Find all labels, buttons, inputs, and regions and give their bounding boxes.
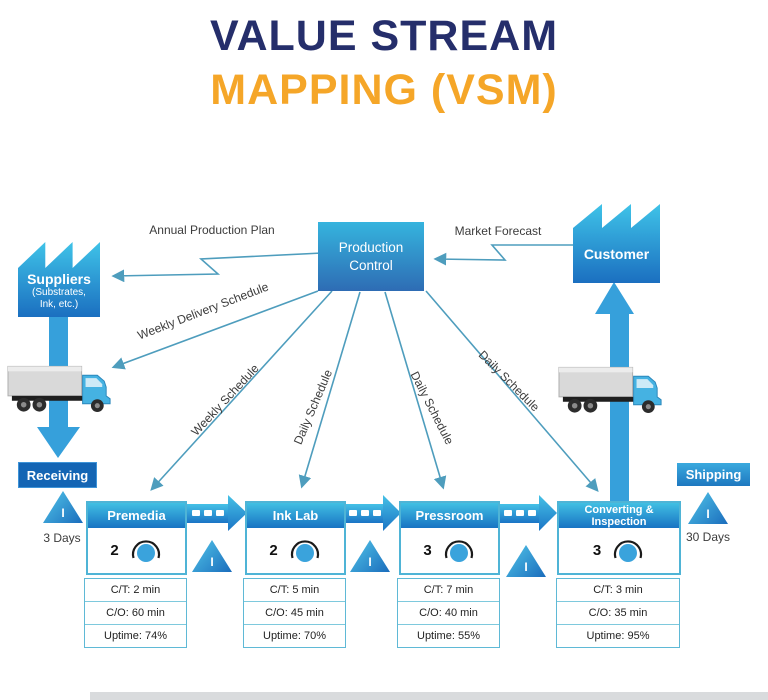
customer-label: Customer (583, 246, 650, 262)
operator-icon (614, 540, 643, 562)
databox-pressroom: C/T: 7 min C/O: 40 min Uptime: 55% (397, 578, 500, 648)
databox-premedia: C/T: 2 min C/O: 60 min Uptime: 74% (84, 578, 187, 648)
changeover-time: C/O: 45 min (244, 601, 345, 624)
receiving-days-label: 3 Days (43, 531, 81, 545)
suppliers-subline1: (Substrates, (32, 287, 86, 298)
production-control-line1: Production (338, 239, 404, 255)
process-converting-inspection: Converting & Inspection 3 (557, 501, 681, 575)
page-title-line2: MAPPING (VSM) (210, 66, 558, 114)
production-control-line2: Control (349, 257, 393, 273)
receiving-badge: Receiving (18, 462, 97, 488)
cycle-time: C/T: 7 min (423, 584, 474, 596)
uptime: Uptime: 70% (244, 624, 345, 647)
outbound-truck-icon (558, 366, 662, 414)
suppliers-node: Suppliers (Substrates, Ink, etc.) (18, 242, 100, 317)
changeover-time: C/O: 60 min (85, 601, 186, 624)
shipping-days-label: 30 Days (685, 530, 731, 544)
operator-count: 2 (269, 542, 278, 559)
uptime: Uptime: 55% (398, 624, 499, 647)
cycle-time: C/T: 5 min (269, 584, 320, 596)
daily-schedule-arrow-converting (425, 290, 599, 492)
weekly-delivery-arrow (111, 290, 319, 370)
inbound-truck-icon (7, 365, 111, 413)
operator-icon (131, 540, 160, 562)
uptime: Uptime: 95% (557, 624, 679, 647)
suppliers-subline2: Ink, etc.) (39, 299, 79, 310)
changeover-time: C/O: 35 min (557, 601, 679, 624)
bottom-divider (90, 692, 768, 700)
process-ink-lab: Ink Lab 2 (245, 501, 346, 575)
push-arrow-1 (187, 495, 247, 531)
process-converting-title-line2: Inspection (591, 515, 647, 528)
push-arrow-2 (345, 495, 401, 531)
annual-production-plan-label: Annual Production Plan (149, 223, 275, 237)
cycle-time: C/T: 2 min (110, 584, 161, 596)
production-control-node: Production Control (318, 222, 424, 291)
push-arrow-3 (499, 495, 557, 531)
operator-count: 3 (423, 542, 432, 559)
databox-converting-inspection: C/T: 3 min C/O: 35 min Uptime: 95% (556, 578, 680, 648)
weekly-schedule-arrow (150, 290, 333, 491)
factory-icon (573, 204, 660, 283)
process-premedia-title: Premedia (88, 503, 185, 528)
shipping-badge: Shipping (677, 463, 750, 486)
operator-icon (290, 540, 319, 562)
changeover-time: C/O: 40 min (398, 601, 499, 624)
process-pressroom-title: Pressroom (401, 503, 498, 528)
cycle-time: C/T: 3 min (593, 584, 643, 596)
process-converting-title-line1: Converting & (584, 503, 654, 516)
process-premedia: Premedia 2 (86, 501, 187, 575)
process-ink-lab-title: Ink Lab (247, 503, 344, 528)
customer-node: Customer (573, 204, 660, 283)
outbound-material-arrow (595, 282, 634, 501)
operator-count: 3 (592, 542, 602, 559)
uptime: Uptime: 74% (85, 624, 186, 647)
suppliers-label: Suppliers (27, 271, 91, 287)
operator-icon (444, 540, 473, 562)
annual-production-plan-arrow (111, 252, 323, 283)
process-pressroom: Pressroom 3 (399, 501, 500, 575)
databox-ink-lab: C/T: 5 min C/O: 45 min Uptime: 70% (243, 578, 346, 648)
operator-count: 2 (110, 542, 119, 559)
schedule-arrows (111, 290, 599, 492)
market-forecast-label: Market Forecast (454, 224, 542, 238)
daily-schedule-arrow-pressroom (384, 291, 447, 490)
factory-icon (18, 242, 100, 317)
page-title-line1: VALUE STREAM (209, 12, 559, 60)
daily-schedule-arrow-inklab (298, 291, 361, 489)
market-forecast-arrow (433, 244, 578, 266)
